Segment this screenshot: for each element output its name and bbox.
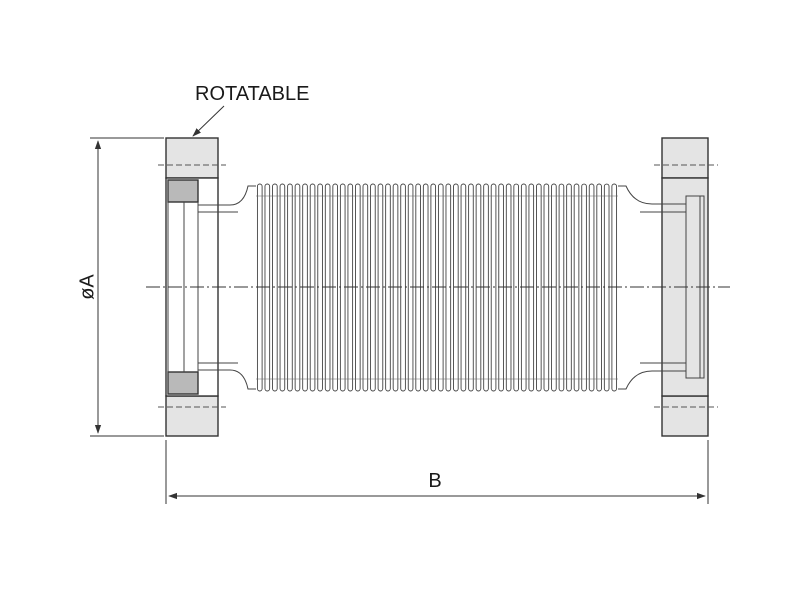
left-flange-bottom-block bbox=[165, 395, 219, 437]
bellows-convolution bbox=[407, 183, 414, 392]
rotatable-label: ROTATABLE bbox=[195, 83, 309, 105]
bellows-convolution bbox=[536, 183, 542, 392]
left-flange-top-block bbox=[165, 137, 219, 179]
bellows-convolution bbox=[453, 183, 459, 392]
length-dimension: B bbox=[165, 440, 709, 504]
right-flange-top-block bbox=[661, 137, 709, 179]
bellows-convolution bbox=[385, 183, 391, 392]
bellows-convolution bbox=[362, 183, 369, 392]
bellows-convolution bbox=[272, 183, 278, 392]
bellows-convolution bbox=[513, 183, 519, 392]
bellows-convolution bbox=[490, 183, 497, 392]
length-label: B bbox=[428, 470, 441, 492]
rotatable-leader bbox=[192, 105, 225, 137]
diameter-label: øA bbox=[76, 274, 98, 300]
left-flange-ring-top bbox=[167, 179, 199, 203]
rotatable-callout: ROTATABLE bbox=[192, 83, 309, 137]
right-flange-bottom-block bbox=[661, 395, 709, 437]
left-flange-ring-bottom bbox=[167, 371, 199, 395]
diameter-dimension: øA bbox=[76, 137, 164, 437]
bellows-convolution bbox=[468, 183, 474, 392]
bellows-convolution bbox=[430, 183, 437, 392]
